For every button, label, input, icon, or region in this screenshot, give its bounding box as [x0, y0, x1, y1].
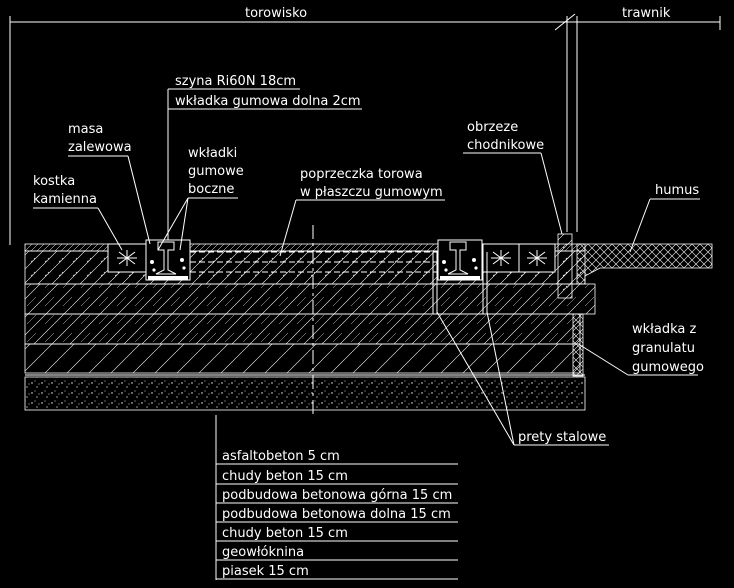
side-pads-label-2: gumowe — [188, 164, 244, 179]
granulate-label-2: granulatu — [632, 341, 695, 356]
steel-bars — [432, 252, 488, 314]
layer-sand — [24, 376, 586, 411]
side-pads-label-3: boczne — [188, 182, 234, 197]
layer-base-upper — [24, 283, 596, 315]
zone-track-label: torowisko — [245, 6, 307, 21]
layer-label: piasek 15 cm — [222, 564, 309, 579]
granulate-strip — [572, 313, 584, 377]
humus-label: humus — [655, 183, 699, 198]
callout-side-pads: wkładki gumowe boczne — [157, 146, 244, 251]
humus-area — [576, 243, 713, 285]
steel-bars-label: prety stalowe — [518, 430, 606, 445]
dimension-lawn: trawnik — [566, 6, 721, 232]
callout-humus: humus — [629, 183, 700, 253]
layer-lean-concrete-bottom — [24, 343, 581, 374]
callout-steel-bars: prety stalowe — [436, 311, 609, 446]
callout-curb: obrzeze chodnikowe — [463, 120, 563, 235]
stone-label-2: kamienna — [33, 192, 97, 207]
curb-label-2: chodnikowe — [467, 138, 544, 153]
bottom-pad-label: wkładka gumowa dolna 2cm — [175, 94, 361, 109]
side-pads-label-1: wkładki — [188, 146, 237, 161]
callout-crossbar: poprzeczka torowa w płaszczu gumowym — [279, 167, 445, 257]
zone-lawn-label: trawnik — [622, 6, 671, 21]
sealant-label-2: zalewowa — [68, 140, 132, 155]
curb-label-1: obrzeze — [467, 120, 518, 135]
callout-granulate: wkładka z granulatu gumowego — [579, 322, 704, 376]
rail-right — [437, 239, 483, 281]
callout-sealant: masa zalewowa — [68, 122, 151, 245]
stone-blocks — [107, 243, 556, 273]
layer-label: podbudowa betonowa górna 15 cm — [222, 488, 452, 503]
layer-label: chudy beton 15 cm — [222, 469, 348, 484]
layer-label: chudy beton 15 cm — [222, 526, 348, 541]
callout-stone: kostka kamienna — [33, 174, 123, 251]
granulate-label-1: wkładka z — [632, 322, 696, 337]
layer-base-lower — [24, 313, 581, 345]
crossbar-label-1: poprzeczka torowa — [300, 167, 423, 182]
rail-label: szyna Ri60N 18cm — [175, 74, 296, 89]
layer-label: asfaltobeton 5 cm — [222, 449, 340, 464]
rail-left — [145, 239, 191, 281]
layers-legend: asfaltobeton 5 cm chudy beton 15 cm podb… — [215, 415, 458, 580]
layer-label: geowłóknina — [222, 545, 304, 560]
curb — [557, 233, 573, 299]
dimension-track: torowisko — [9, 6, 576, 245]
crossbar — [190, 251, 438, 273]
crossbar-label-2: w płaszczu gumowym — [300, 185, 443, 200]
granulate-label-3: gumowego — [632, 360, 704, 375]
sealant-label-1: masa — [68, 122, 103, 137]
layer-label: podbudowa betonowa dolna 15 cm — [222, 507, 451, 522]
stone-label-1: kostka — [33, 174, 75, 189]
callout-rail: szyna Ri60N 18cm wkładka gumowa dolna 2c… — [167, 74, 362, 240]
